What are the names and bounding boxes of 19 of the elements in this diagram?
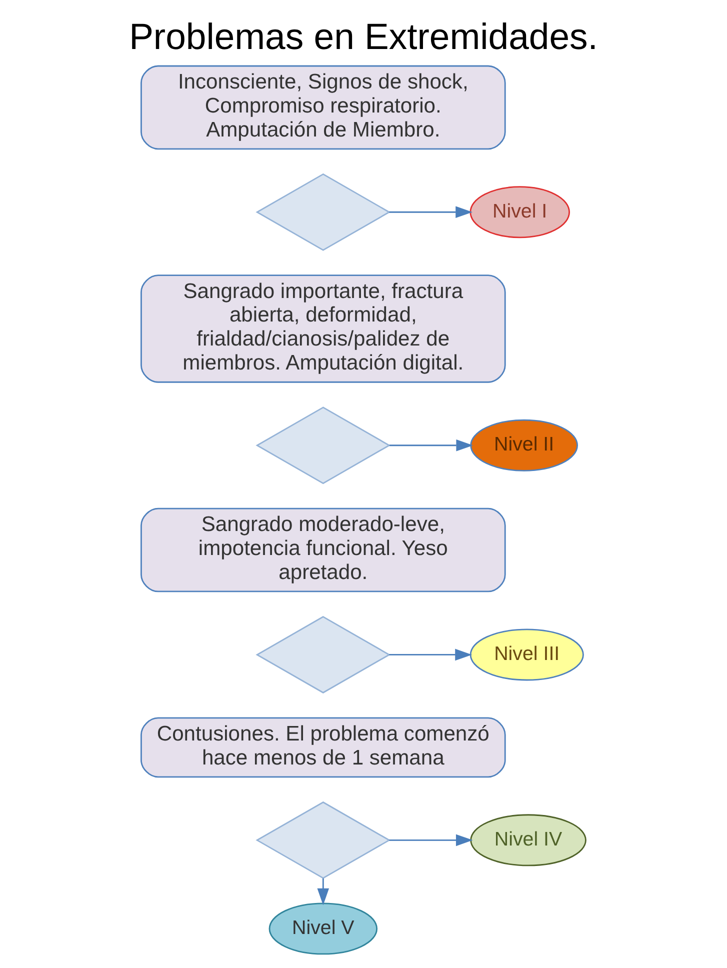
node-diamond <box>256 616 391 694</box>
arrow <box>389 834 473 846</box>
node-diamond <box>256 173 391 251</box>
node-ellipse: Nivel IV <box>470 814 586 866</box>
node-diamond <box>256 406 391 484</box>
node-ellipse: Nivel V <box>268 902 378 955</box>
node-diamond <box>256 801 391 879</box>
arrow <box>389 648 472 661</box>
node-box: Sangrado importante, fractura abierta, deformidad, frialdad/cianosis/palidez de miembros. Amputación digital. <box>140 274 506 383</box>
node-box: Contusiones. El problema comenzó hace menos de 1 semana <box>140 717 506 778</box>
node-box: Inconsciente, Signos de shock, Compromiso respiratorio. Amputación de Miembro. <box>140 65 506 150</box>
arrow <box>389 206 472 218</box>
arrow <box>389 439 474 452</box>
node-ellipse: Nivel I <box>470 186 570 238</box>
node-box: Sangrado moderado-leve, impotencia funcional. Yeso apretado. <box>140 508 506 592</box>
node-ellipse: Nivel II <box>470 419 578 472</box>
arrow <box>317 878 330 906</box>
node-ellipse: Nivel III <box>470 628 584 681</box>
diagram-title: Problemas en Extremidades. <box>129 16 598 57</box>
